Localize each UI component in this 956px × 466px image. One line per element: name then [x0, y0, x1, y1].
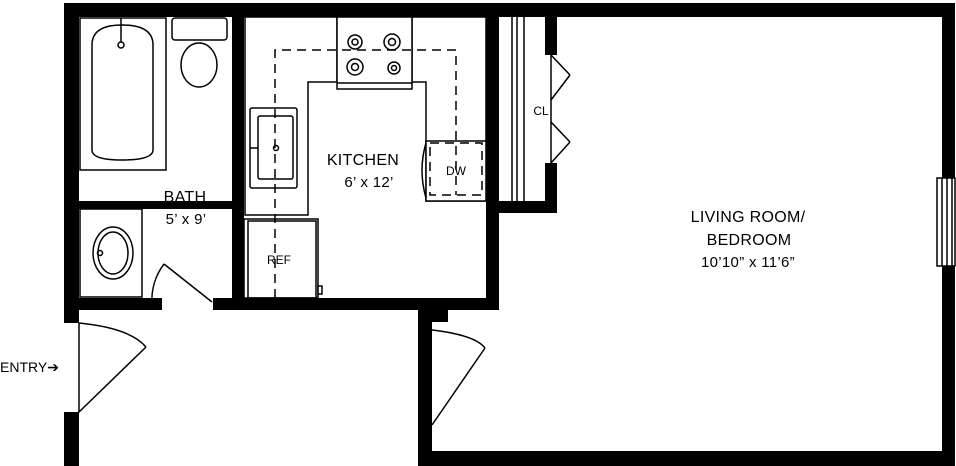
toilet-bowl: [180, 42, 218, 88]
entry-arrow-icon: ➔: [47, 359, 59, 375]
closet-door-top-a: [550, 54, 571, 76]
wall-top: [64, 3, 955, 17]
entry-label: ENTRY➔: [0, 359, 59, 375]
closet: [511, 17, 571, 201]
entry-door-leaf: [77, 346, 147, 414]
kitchen-fixtures: [243, 16, 487, 299]
living-label-line1: LIVING ROOM/: [691, 209, 806, 226]
burner-3: [346, 58, 364, 76]
closet-door-top-b: [550, 74, 571, 101]
kitchen-sink-drain: [272, 144, 280, 152]
bath-sink: [92, 226, 134, 280]
living-door-swing: [431, 329, 486, 349]
sink-drain: [96, 249, 104, 257]
kitchen-dims: 6’ x 12’: [344, 174, 393, 191]
toilet-tank: [171, 17, 228, 41]
wall-kitchen-bottom: [213, 298, 499, 310]
wall-hall-stub: [418, 310, 432, 466]
burner-2: [383, 33, 401, 51]
refrigerator-inner: [247, 220, 317, 299]
wall-kitchen-right: [486, 17, 499, 310]
wall-bath-bottom-left: [64, 298, 152, 310]
burner-1-inner: [351, 38, 359, 46]
doors: [77, 322, 486, 426]
burner-4: [387, 61, 401, 75]
walls: [64, 3, 955, 466]
burner-4-inner: [390, 64, 398, 72]
wall-left-lower: [64, 412, 79, 466]
living-dims: 10’10” x 11’6”: [701, 254, 795, 271]
wall-closet-right-upper: [545, 17, 557, 55]
burner-1: [347, 34, 363, 50]
dishwasher-door: [421, 142, 427, 199]
vanity: [79, 208, 143, 298]
closet-door-bottom-a: [550, 121, 571, 143]
closet-label: CL: [533, 104, 549, 118]
dishwasher-label: DW: [446, 164, 467, 178]
wall-hall-stub-top: [418, 310, 448, 322]
refrigerator-label: REF: [267, 253, 291, 267]
entry-door-swing: [78, 322, 147, 348]
refrigerator: [243, 218, 319, 299]
wall-closet-bottom: [486, 201, 557, 213]
burner-2-inner: [387, 37, 397, 47]
burner-3-inner: [350, 62, 360, 72]
refrigerator-handle: [317, 285, 323, 295]
wall-bath-sink-divider: [79, 201, 232, 209]
living-door-leaf: [431, 347, 486, 426]
bath-dims: 5’ x 9’: [166, 211, 207, 228]
bath-door: [163, 263, 213, 303]
kitchen-label: KITCHEN: [327, 152, 399, 169]
window: [936, 177, 956, 267]
wall-bath-kitchen: [232, 17, 244, 310]
entry-text: ENTRY: [0, 359, 48, 375]
dishwasher-outline: [429, 142, 483, 196]
closet-door-bottom-b: [550, 141, 571, 164]
wall-left-upper: [64, 3, 79, 323]
wall-bottom-right: [418, 451, 955, 466]
upper-cabinets: [274, 49, 457, 298]
bathtub-basin: [91, 24, 154, 161]
labels: BATH 5’ x 9’ KITCHEN 6’ x 12’ LIVING ROO…: [0, 104, 806, 375]
bathroom-fixtures: [79, 17, 228, 305]
bath-label: BATH: [164, 189, 207, 206]
range: [336, 16, 413, 90]
living-label-line2: BEDROOM: [707, 232, 792, 249]
wall-closet-right-lower: [545, 163, 557, 213]
wall-bath-bottom: [152, 298, 162, 310]
bath-door-swing: [151, 263, 165, 305]
